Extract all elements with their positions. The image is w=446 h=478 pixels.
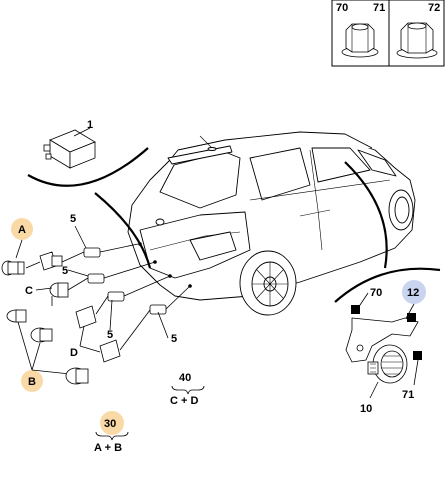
callout-group-b: B bbox=[28, 376, 36, 388]
callout-sensor-mid: 5 bbox=[62, 265, 68, 277]
sensor-cap-b2 bbox=[30, 327, 53, 343]
interior-location-arc bbox=[344, 161, 388, 269]
kit-30-brace bbox=[95, 431, 129, 441]
nut-70-marker bbox=[351, 305, 360, 314]
callout-ref-d: D bbox=[70, 347, 78, 359]
buzzer-detail-arc bbox=[334, 267, 441, 303]
sensor-connectors bbox=[25, 243, 191, 351]
sensor-body-top bbox=[39, 251, 63, 271]
kit-30-contents: A + B bbox=[94, 442, 122, 454]
car-illustration bbox=[127, 131, 416, 316]
buzzer-speaker bbox=[367, 344, 408, 384]
hex-nut-flanged-icon bbox=[341, 23, 379, 58]
callout-ref-c: C bbox=[25, 285, 33, 297]
sensor-cap-large bbox=[65, 367, 89, 385]
nut-marker-upper bbox=[407, 313, 416, 322]
kit-40-number: 40 bbox=[179, 372, 191, 384]
callout-nut-70: 70 bbox=[370, 287, 382, 299]
sensor-a bbox=[1, 260, 25, 276]
sensor-body-d bbox=[75, 305, 121, 363]
header-label-70: 70 bbox=[336, 2, 348, 14]
sensor-body-c bbox=[49, 282, 69, 306]
header-label-72: 72 bbox=[428, 2, 440, 14]
highlight-circle-12 bbox=[402, 280, 426, 304]
callout-nut-71: 71 bbox=[402, 389, 414, 401]
header-table: 70 71 72 bbox=[331, 0, 445, 67]
callout-sensor-right: 5 bbox=[171, 333, 177, 345]
kit-30-number: 30 bbox=[104, 418, 116, 430]
highlight-circle-b bbox=[21, 370, 43, 392]
nut-71-marker bbox=[413, 351, 422, 360]
callout-module: 1 bbox=[87, 119, 93, 131]
sensor-cap-b1 bbox=[6, 309, 27, 323]
highlight-circle-a bbox=[11, 218, 33, 240]
kit-40-brace bbox=[171, 385, 205, 395]
buzzer-bracket bbox=[345, 305, 422, 363]
callout-sensor-top: 5 bbox=[70, 213, 76, 225]
callout-group-a: A bbox=[18, 224, 26, 236]
callout-buzzer: 10 bbox=[360, 403, 372, 415]
hex-nut-large-icon bbox=[396, 22, 438, 59]
module-location-arc bbox=[27, 147, 149, 187]
highlight-circle-30 bbox=[100, 411, 124, 435]
leader-to-bumper-arc bbox=[94, 192, 152, 269]
kit-40-contents: C + D bbox=[170, 395, 198, 407]
callout-highlight-12: 12 bbox=[407, 287, 419, 299]
callout-sensor-low: 5 bbox=[107, 329, 113, 341]
header-label-71: 71 bbox=[373, 2, 385, 14]
parking-aid-ecu bbox=[43, 127, 96, 169]
